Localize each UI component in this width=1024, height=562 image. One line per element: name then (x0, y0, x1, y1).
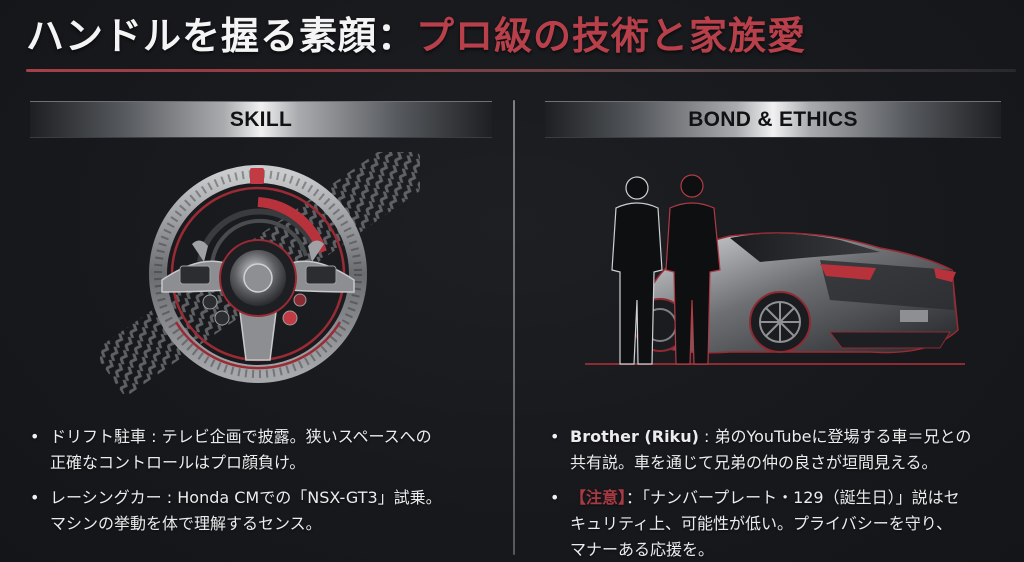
list-item: 【注意】：「ナンバープレート・129（誕生日）」説はセ キュリティ上、可能性が低… (548, 485, 1018, 562)
bullet-separator: ： (626, 488, 643, 507)
bullet-label: Brother (Riku) (570, 427, 699, 446)
title-underline (26, 69, 1016, 72)
list-item: ドリフト駐車 : テレビ企画で披露。狭いスペースへの 正確なコントロールはプロ顔… (28, 424, 498, 476)
bullet-text: マシンの挙動を体で理解するセンス。 (50, 514, 322, 533)
title-main: ハンドルを握る素顔： (26, 13, 417, 58)
bullet-separator: : (161, 488, 178, 507)
bullet-text: 弟のYouTubeに登場する車＝兄との (714, 427, 972, 446)
page-title: ハンドルを握る素顔：プロ級の技術と家族愛 (26, 10, 806, 62)
section-header-bond-ethics-label: BOND & ETHICS (688, 107, 858, 131)
list-item: レーシングカー : Honda CMでの「NSX-GT3」試乗。 マシンの挙動を… (28, 485, 498, 537)
bullet-text: 共有説。車を通じて兄弟の仲の良さが垣間見える。 (570, 453, 938, 472)
steering-wheel-illustration (93, 133, 437, 400)
bullet-text: テレビ企画で披露。狭いスペースへの (161, 427, 432, 446)
brothers-and-car-illustration (580, 160, 980, 400)
warning-label: 【注意】 (570, 488, 627, 507)
bullet-text: 「ナンバープレート・129（誕生日）」説はセ (642, 488, 960, 507)
section-header-skill-label: SKILL (229, 107, 293, 131)
bullet-text: Honda CMでの「NSX-GT3」試乗。 (177, 488, 442, 507)
skill-bullet-list: ドリフト駐車 : テレビ企画で披露。狭いスペースへの 正確なコントロールはプロ顔… (28, 424, 498, 546)
bullet-text: キュリティ上、可能性が低い。プライバシーを守り、 (570, 514, 953, 533)
bullet-separator: : (146, 427, 162, 446)
column-divider (513, 100, 515, 555)
bullet-text: マナーある応援を。 (570, 540, 715, 559)
section-header-skill: SKILL (30, 101, 492, 138)
section-header-bond-ethics: BOND & ETHICS (545, 101, 1001, 138)
steering-wheel-icon (93, 133, 437, 398)
list-item: Brother (Riku) : 弟のYouTubeに登場する車＝兄との 共有説… (548, 424, 1018, 476)
bond-bullet-list: Brother (Riku) : 弟のYouTubeに登場する車＝兄との 共有説… (548, 424, 1018, 562)
bullet-text: 正確なコントロールはプロ顔負け。 (50, 453, 306, 472)
title-accent: プロ級の技術と家族愛 (416, 13, 807, 58)
sports-car-icon (585, 174, 965, 365)
bullet-label: ドリフト駐車 (50, 427, 147, 446)
bullet-separator: : (698, 427, 715, 446)
bullet-label: レーシングカー (50, 488, 162, 507)
